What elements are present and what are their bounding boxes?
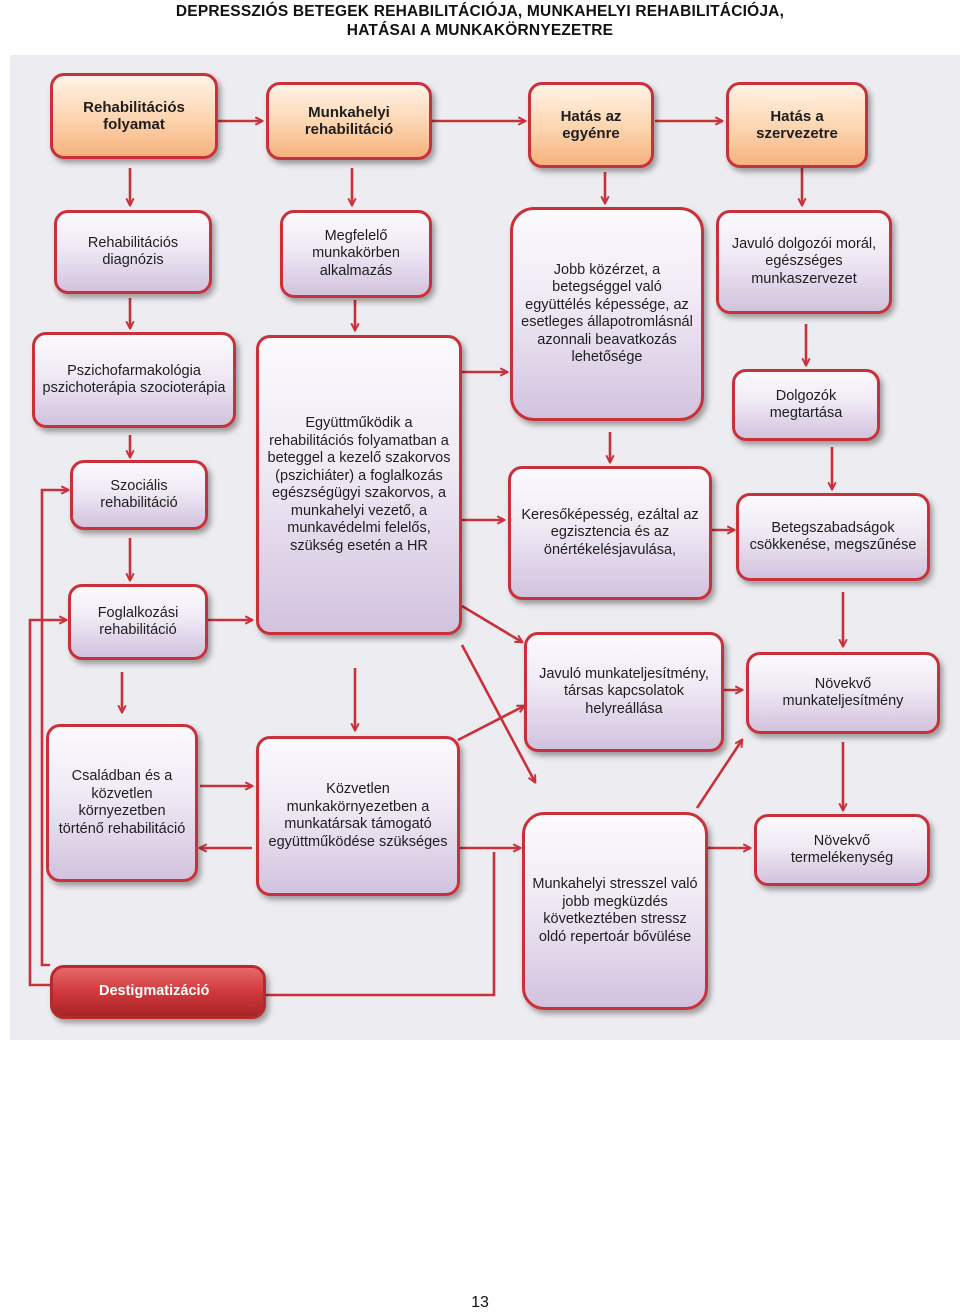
node-effect-organization: Hatás a szervezetre	[726, 82, 868, 168]
arrow-coworker-performance	[457, 706, 524, 742]
node-workplace-rehab: Munkahelyi rehabilitáció	[266, 82, 432, 160]
node-appropriate-employment: Megfelelő munkakörben alkalmazás	[280, 210, 432, 298]
node-rehab-process: Rehabilitációs folyamat	[50, 73, 218, 159]
node-better-wellbeing: Jobb közérzet, a betegséggel való együtt…	[510, 207, 704, 421]
node-psycho-therapy: Pszichofarmakológia pszichoterápia szoci…	[32, 332, 236, 428]
node-destigmatization: Destigmatizáció	[50, 965, 266, 1019]
node-cooperation: Együttműködik a rehabilitációs folyamatb…	[256, 335, 462, 635]
arrow-destig-employment	[28, 620, 66, 987]
node-growing-productivity: Növekvő termelékenység	[754, 814, 930, 886]
node-stress-coping: Munkahelyi stresszel való jobb megküzdés…	[522, 812, 708, 1010]
node-growing-performance: Növekvő munkateljesítmény	[746, 652, 940, 734]
line-destig-right	[266, 852, 496, 997]
arrow-stress-growing-perf	[695, 740, 742, 809]
node-earning-capacity: Keresőképesség, ezáltal az egzisztencia …	[508, 466, 712, 600]
node-rehab-diagnosis: Rehabilitációs diagnózis	[54, 210, 212, 294]
node-social-rehab: Szociális rehabilitáció	[70, 460, 208, 530]
node-employment-rehab: Foglalkozási rehabilitáció	[68, 584, 208, 660]
page-title: DEPRESSZIÓS BETEGEK REHABILITÁCIÓJA, MUN…	[0, 2, 960, 40]
node-improving-performance: Javuló munkateljesítmény, társas kapcsol…	[524, 632, 724, 752]
page-title-line-1: DEPRESSZIÓS BETEGEK REHABILITÁCIÓJA, MUN…	[175, 3, 785, 20]
arrow-cross-stress	[460, 644, 535, 782]
page-title-line-2: HATÁSAI A MUNKAKÖRNYEZETRE	[346, 22, 614, 39]
node-employee-retention: Dolgozók megtartása	[732, 369, 880, 441]
node-family-rehab: Családban és a közvetlen környezetben tö…	[46, 724, 198, 882]
node-coworker-support: Közvetlen munkakörnyezetben a munkatársa…	[256, 736, 460, 896]
node-sick-leave: Betegszabadságok csökkenése, megszűnése	[736, 493, 930, 581]
page-number: 13	[471, 1294, 489, 1311]
node-effect-individual: Hatás az egyénre	[528, 82, 654, 168]
arrow-destig-social	[40, 490, 68, 967]
node-improving-morale: Javuló dolgozói morál, egészséges munkas…	[716, 210, 892, 314]
arrow-coop-performance	[461, 604, 522, 642]
